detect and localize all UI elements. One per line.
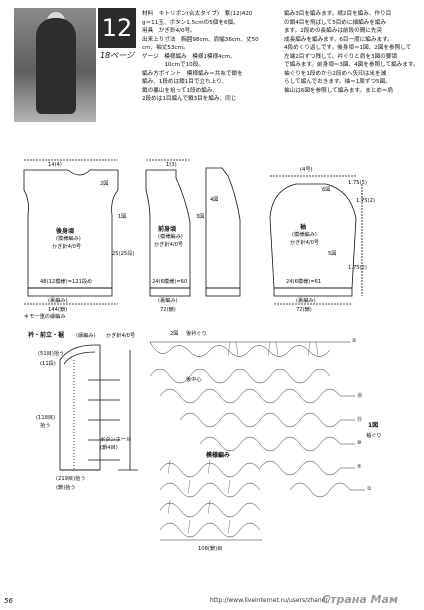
sleeve-fig6-label: 6図	[322, 187, 331, 193]
back-width-label: 48(12模様)=121段め	[40, 279, 93, 285]
front-subtitle: (模様編み)	[158, 234, 183, 240]
collar-hook: かぎ針4/0号	[106, 333, 136, 339]
front-fig3-label: 3図	[196, 214, 205, 220]
pattern-title: 模様編み	[206, 452, 231, 459]
front-neck-label: 1(3)	[166, 162, 177, 168]
pattern-bottom: 108(鎖)目	[198, 546, 223, 552]
front-right-outline	[205, 167, 241, 289]
sleeve-top-label: (4号)	[300, 167, 313, 173]
center-back-label: 後中心	[186, 377, 202, 383]
back-subtitle: (模様編み)	[56, 236, 81, 242]
button-sub: (鎖4目)	[100, 445, 118, 451]
sleeve-side2: 1.75(2)	[356, 198, 375, 204]
sleeve-side3: 1.75(2)	[348, 265, 367, 271]
back-neck-label: 14(4)	[48, 162, 62, 168]
front-hook: かぎ針4/0号	[154, 242, 184, 248]
collar-neck-label: (51目)拾う	[38, 351, 65, 357]
button-note: ボタンホール	[100, 437, 132, 443]
front-width-label: 24(6模様)=60	[152, 279, 188, 285]
stitch-chart	[149, 341, 365, 541]
sleeve-outline	[269, 183, 357, 289]
fig1-title: 1図	[368, 422, 379, 429]
back-bottom-sub: 144(鎖)	[48, 307, 68, 313]
row-marker: ②	[352, 338, 357, 344]
instructions-left: 材料 キトリボン(合太タイプ) 紫(12)420 g＝11玉、ボタン1.5cmの…	[142, 11, 259, 102]
collar-title-suffix: (縁編み)	[76, 333, 96, 339]
sleeve-width-label: 24(6模様)=61	[286, 279, 322, 285]
sleeve-bottom-label: (裏編み)	[296, 298, 316, 304]
row-marker: ⑩	[357, 440, 362, 446]
back-bottom-label: (裏編み)	[48, 298, 68, 304]
source-url[interactable]: http://www.liveinternet.ru/users/zhandr/	[210, 597, 330, 604]
sleeve-side1: 1.75(5)	[348, 180, 367, 186]
back-fig1-label: 1図	[118, 214, 127, 220]
instructions-right: 編み3目を編みます。続2目を編み、作り目 の鎖4目を飛ばして5目めに細編みを編み…	[284, 11, 419, 94]
collar-top-label: (11段)	[40, 361, 56, 367]
page-reference: 18ページ	[100, 51, 135, 60]
row-marker: ⑳	[357, 393, 363, 399]
front-bottom-sub: 72(鎖)	[160, 307, 176, 313]
fig2-title: 2図	[170, 331, 179, 337]
fig1-sub: 袖ぐり	[366, 433, 382, 439]
collar-title: 衿・前立・裾	[28, 332, 65, 339]
collar-front-label2: 拾う	[40, 423, 51, 429]
row-marker: ①	[367, 486, 372, 492]
back-body-outline	[23, 169, 119, 289]
back-hook: かぎ針4/0号	[52, 244, 82, 250]
front-fig4-label: 4図	[210, 197, 219, 203]
fig2-sub: 後衿ぐり	[186, 331, 207, 337]
sleeve-fig5-label: 5図	[328, 251, 337, 257]
model-photo	[14, 8, 96, 122]
row-marker: ⑮	[357, 417, 363, 423]
back-hem-note: キモ一重の縁編み	[24, 314, 66, 320]
sleeve-subtitle: (模様編み)	[292, 232, 317, 238]
back-length-label: 25(25段)	[112, 251, 135, 257]
collar-bottom-label2: (鎖)拾う	[56, 485, 76, 491]
back-fig2-label: 2図	[100, 181, 109, 187]
collar-bottom-label: (219目)拾う	[56, 476, 86, 482]
row-marker: ⑤	[357, 464, 362, 470]
sleeve-bottom-sub: 72(鎖)	[296, 307, 312, 313]
front-title: 前身頃	[158, 226, 177, 233]
sleeve-title: 袖	[300, 224, 307, 231]
front-bottom-label: (裏編み)	[158, 298, 178, 304]
watermark-logo: Страна Мам	[322, 593, 398, 606]
sleeve-hook: かぎ針4/0号	[290, 240, 320, 246]
back-title: 後身頃	[56, 228, 75, 235]
collar-front-label: (118目)	[36, 415, 56, 421]
model-number-box: 12	[98, 8, 136, 48]
page-number: 56	[4, 597, 13, 605]
